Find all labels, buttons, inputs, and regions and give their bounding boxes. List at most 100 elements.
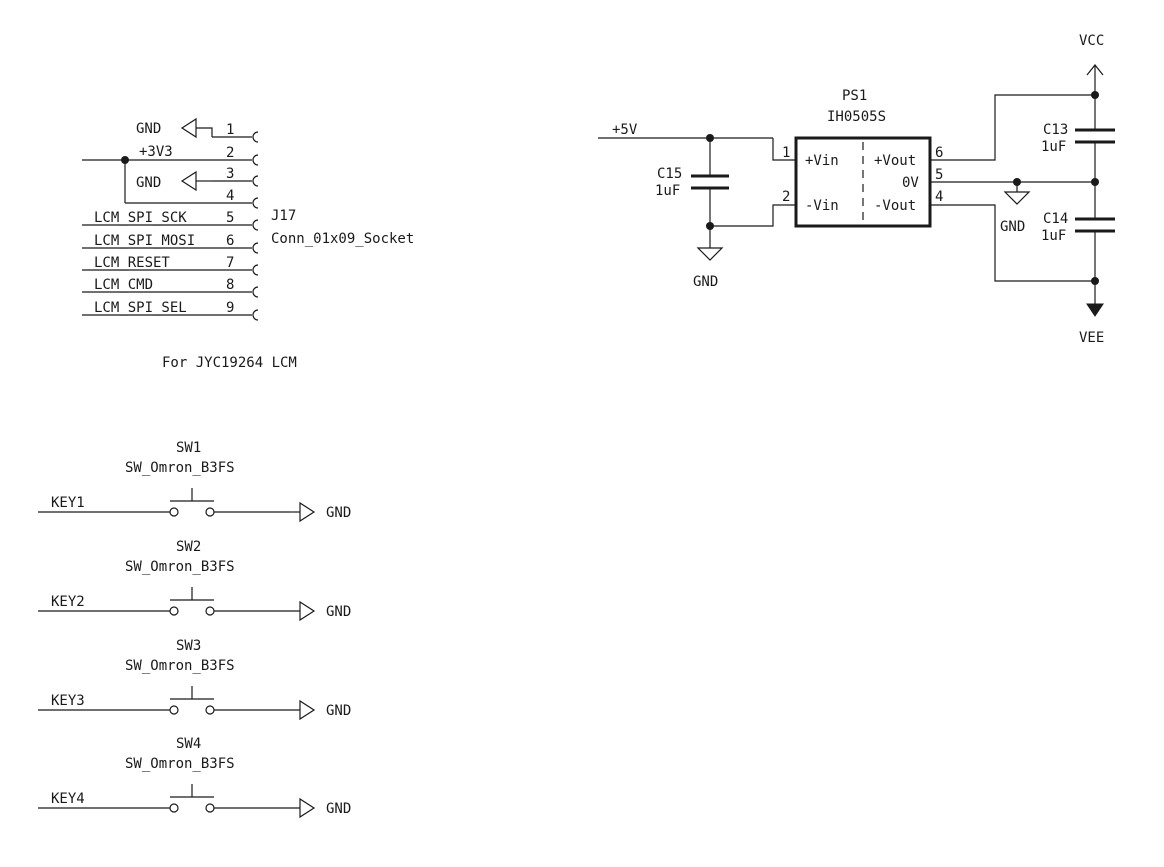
- net-label-3v3: +3V3: [139, 144, 173, 160]
- net-label-reset: LCM_RESET: [94, 255, 170, 271]
- net-label-gnd: GND: [136, 121, 161, 137]
- c15-reference: C15: [657, 166, 682, 182]
- ps1-body: [796, 138, 930, 226]
- switch-sw4: SW4 SW_Omron_B3FS KEY4 GND: [38, 736, 351, 817]
- sw-contact: [170, 607, 178, 615]
- gnd-flag-arrow-icon: [182, 119, 196, 137]
- sw-reference: SW4: [176, 736, 201, 752]
- gnd-flag-arrow-icon: [300, 503, 314, 521]
- net-label-key: KEY3: [51, 693, 85, 709]
- sw-value: SW_Omron_B3FS: [125, 460, 235, 476]
- switch-sw1: SW1 SW_Omron_B3FS KEY1 GND: [38, 440, 351, 521]
- vout-plus-wire: [930, 95, 1095, 160]
- net-label-5v: +5V: [612, 122, 638, 138]
- gnd-flag-arrow-icon: [300, 799, 314, 817]
- j17-pin-number: 2: [226, 145, 234, 161]
- sw-contact: [170, 706, 178, 714]
- net-label-vee: VEE: [1079, 330, 1104, 346]
- sw-reference: SW2: [176, 539, 201, 555]
- socket-contact: [252, 219, 259, 231]
- j17-pin-number: 7: [226, 255, 234, 271]
- ps1-pin-number: 1: [782, 145, 790, 161]
- j17-value: Conn_01x09_Socket: [271, 231, 414, 247]
- switch-sw3: SW3 SW_Omron_B3FS KEY3 GND: [38, 638, 351, 719]
- j17-reference: J17: [271, 208, 296, 224]
- gnd-flag-wire: [196, 128, 212, 137]
- gnd-flag-arrow-icon: [300, 701, 314, 719]
- capacitor-c13: C13 1uF: [1041, 122, 1115, 219]
- sw-contact: [206, 706, 214, 714]
- net-label-sel: LCM_SPI_SEL: [94, 300, 187, 316]
- capacitor-c15: C15 1uF: [655, 138, 729, 248]
- ps1-pin-number: 4: [935, 189, 943, 205]
- ps1-pin-number: 2: [782, 189, 790, 205]
- net-label-vcc: VCC: [1079, 33, 1104, 49]
- gnd-flag-arrow-icon: [182, 172, 196, 190]
- pin-name-vout-plus: +Vout: [874, 153, 916, 169]
- pin2-wire: [710, 205, 796, 226]
- socket-contact: [252, 264, 259, 276]
- ps1-pin-number: 5: [935, 167, 943, 183]
- sw-contact: [206, 607, 214, 615]
- net-label-gnd: GND: [136, 175, 161, 191]
- c14-value: 1uF: [1041, 228, 1066, 244]
- ps1-reference: PS1: [842, 88, 867, 104]
- junction-dot: [1091, 178, 1099, 186]
- socket-contact: [252, 154, 259, 166]
- lcm-note: For JYC19264 LCM: [162, 355, 297, 371]
- sw-contact: [206, 804, 214, 812]
- gnd-symbol-icon: [1005, 192, 1029, 204]
- net-label-key: KEY4: [51, 791, 85, 807]
- gnd-symbol-icon: [698, 248, 722, 260]
- j17-pin-number: 3: [226, 166, 234, 182]
- junction-dot: [1091, 91, 1099, 99]
- vcc-arrow-icon: [1087, 65, 1103, 75]
- gnd-flag-j17-pin1: GND: [136, 119, 212, 137]
- net-label-gnd: GND: [326, 505, 351, 521]
- ps1-value: IH0505S: [827, 109, 886, 125]
- j17-pin-number: 6: [226, 233, 234, 249]
- net-label-gnd: GND: [326, 801, 351, 817]
- socket-contact: [252, 309, 259, 321]
- sw-value: SW_Omron_B3FS: [125, 756, 235, 772]
- c14-reference: C14: [1043, 211, 1068, 227]
- c13-value: 1uF: [1041, 139, 1066, 155]
- j17-pin-number: 8: [226, 277, 234, 293]
- net-label-gnd-in: GND: [693, 274, 718, 290]
- ps1-pin-number: 6: [935, 145, 943, 161]
- j17-pin-number: 9: [226, 300, 234, 316]
- sw-contact: [206, 508, 214, 516]
- junction-dot: [1091, 277, 1099, 285]
- j17-pin-number: 5: [226, 210, 234, 226]
- pin-name-zero: 0V: [902, 175, 919, 191]
- net-label-sck: LCM_SPI_SCK: [94, 210, 187, 226]
- j17-pin-number: 1: [226, 122, 234, 138]
- gnd-flag-j17-pin3: GND: [136, 172, 212, 191]
- net-label-key: KEY1: [51, 495, 85, 511]
- c13-reference: C13: [1043, 122, 1068, 138]
- socket-contact: [252, 175, 259, 187]
- pin1-wire: [773, 138, 796, 160]
- sw-contact: [170, 508, 178, 516]
- net-label-mosi: LCM_SPI_MOSI: [94, 233, 195, 249]
- socket-contact: [252, 131, 259, 143]
- pin-name-vout-minus: -Vout: [874, 198, 916, 214]
- gnd-flag-arrow-icon: [300, 602, 314, 620]
- net-label-gnd: GND: [326, 703, 351, 719]
- capacitor-c14: C14 1uF: [1041, 211, 1115, 304]
- net-label-cmd: LCM_CMD: [94, 277, 153, 293]
- j17-socket-contacts: [252, 131, 259, 321]
- net-label-gnd: GND: [326, 604, 351, 620]
- pin-name-vin-minus: -Vin: [805, 198, 839, 214]
- sw-reference: SW1: [176, 440, 201, 456]
- socket-contact: [252, 197, 259, 209]
- sw-contact: [170, 804, 178, 812]
- j17-pin-number: 4: [226, 188, 234, 204]
- socket-contact: [252, 242, 259, 254]
- junction-dot: [121, 156, 129, 164]
- pin-name-vin-plus: +Vin: [805, 153, 839, 169]
- switch-sw2: SW2 SW_Omron_B3FS KEY2 GND: [38, 539, 351, 620]
- net-label-key: KEY2: [51, 594, 85, 610]
- net-label-gnd-out: GND: [1000, 219, 1025, 235]
